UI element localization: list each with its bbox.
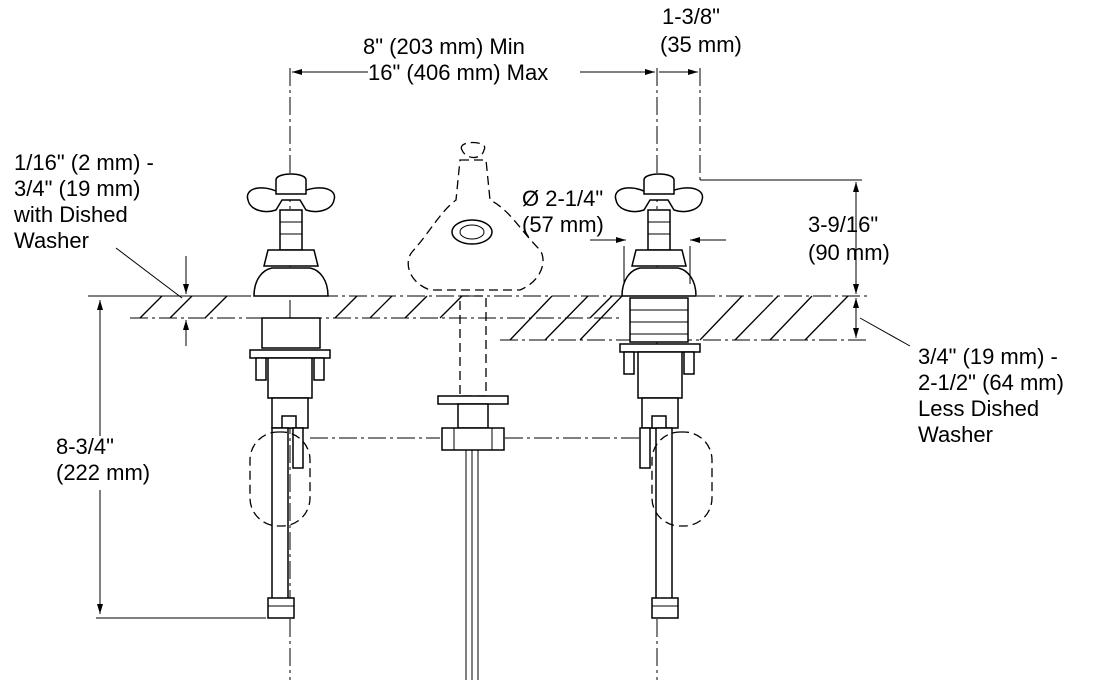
handle-height-label-1: 3-9/16" xyxy=(808,212,878,237)
deck-thick-label-1: 3/4" (19 mm) - xyxy=(918,344,1058,369)
deck-thin-label-4: Washer xyxy=(14,228,89,253)
deck-thin-label-2: 3/4" (19 mm) xyxy=(14,176,140,201)
dimension-annotations: 8" (203 mm) Min 16" (406 mm) Max 1-3/8" … xyxy=(13,4,1064,619)
escutcheon-dia-label-2: (57 mm) xyxy=(522,212,604,237)
spread-min-label: 8" (203 mm) Min xyxy=(363,34,525,59)
hatch-thick-deck xyxy=(509,295,849,341)
valve-length-label-1: 8-3/4" xyxy=(56,434,114,459)
deck-thick-label-4: Washer xyxy=(918,422,993,447)
deck-thin-label-1: 1/16" (2 mm) - xyxy=(14,150,154,175)
handle-offset-label-2: (35 mm) xyxy=(660,32,742,57)
spout-assembly xyxy=(407,141,544,680)
countertop-section xyxy=(88,295,868,341)
valve-length-label-2: (222 mm) xyxy=(56,460,150,485)
handle-height-label-2: (90 mm) xyxy=(808,240,890,265)
left-valve xyxy=(246,173,336,619)
deck-thick-label-3: Less Dished xyxy=(918,396,1039,421)
right-valve xyxy=(614,173,713,619)
deck-thin-label-3: with Dished xyxy=(13,202,128,227)
escutcheon-dia-label-1: Ø 2-1/4" xyxy=(522,186,603,211)
spread-max-label: 16" (406 mm) Max xyxy=(368,60,548,85)
handle-offset-label-1: 1-3/8" xyxy=(662,4,720,29)
deck-thick-label-2: 2-1/2" (64 mm) xyxy=(918,370,1064,395)
hatch-thin-deck xyxy=(139,295,613,319)
